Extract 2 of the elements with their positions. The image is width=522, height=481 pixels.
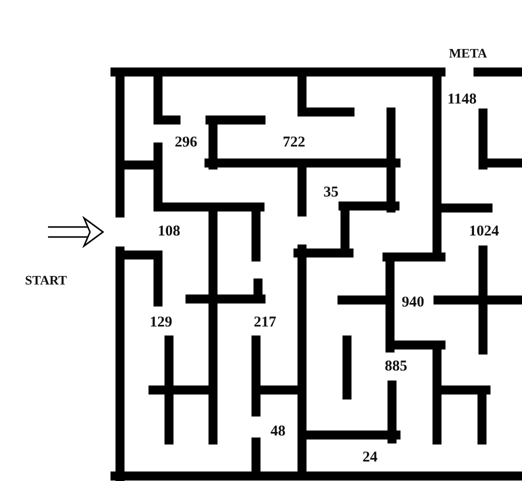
goal-label: META bbox=[448, 46, 488, 60]
start-label: START bbox=[25, 274, 67, 286]
